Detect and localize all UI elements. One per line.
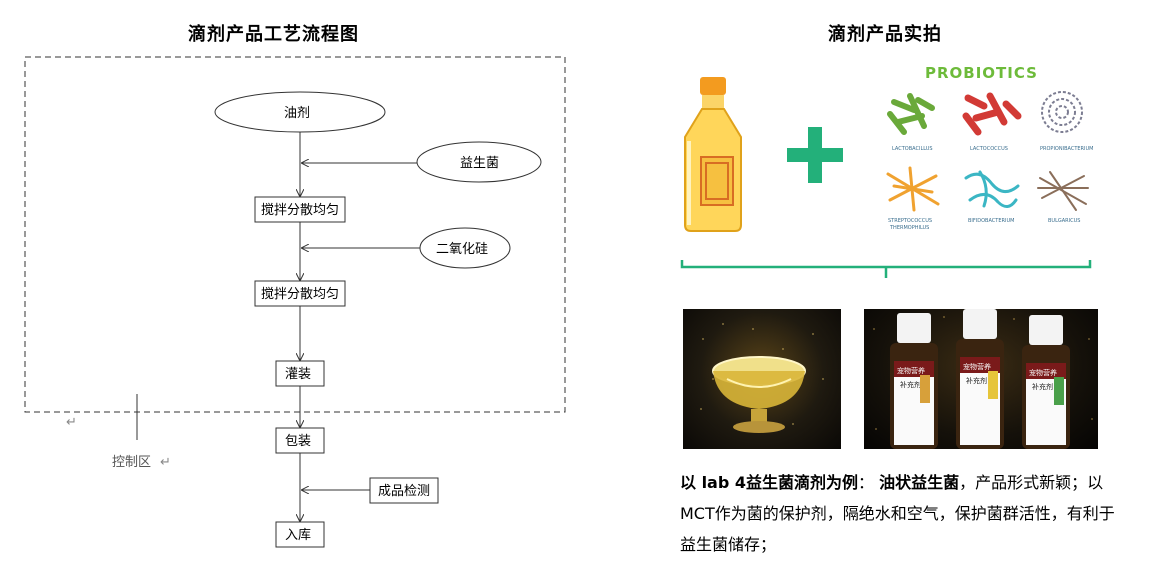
bottle-label-text: 宠物营养 <box>897 366 925 375</box>
streptococcus-icon <box>886 166 940 212</box>
node-oil-label: 油剂 <box>284 106 310 121</box>
node-mix1 <box>254 196 346 223</box>
grouping-bracket <box>680 260 1092 278</box>
node-storage-label: 入库 <box>285 527 311 543</box>
caption-body-text: ，产品形式新颖；以MCT作为菌的保护剂，隔绝水和空气，保护菌群活性，有利于益生菌… <box>680 473 1115 554</box>
bottle-label-text: 补充剂 <box>966 376 987 385</box>
lactococcus-icon <box>962 92 1022 136</box>
control-zone-label: 控制区 <box>112 455 151 470</box>
bacteria-label: LACTOBACILLUS <box>892 146 933 152</box>
bottle-label-text: 宠物营养 <box>963 362 991 371</box>
product-bottles-photo: 宠物营养 补充剂 宠物营养 补充剂 宠物营养 补充剂 <box>864 309 1098 449</box>
process-flowchart: 控制区 ↵ ↵ 油剂 益生菌 搅拌分散均匀 二氧化硅 搅拌分散均匀 灌装 包装 … <box>24 56 566 548</box>
bottle-middle: 宠物营养 补充剂 <box>956 309 1004 449</box>
bacteria-label: THERMOPHILUS <box>889 225 929 231</box>
product-caption: 以 lab 4益生菌滴剂为例： 油状益生菌，产品形式新颖；以MCT作为菌的保护剂… <box>680 467 1120 560</box>
bacteria-illustrations: LACTOBACILLUS LACTOCOCCUS PROPIONIBACTER… <box>886 91 1093 231</box>
node-inspection-label: 成品检测 <box>378 484 430 499</box>
bacteria-label: PROPIONIBACTERIUM <box>1040 146 1093 152</box>
node-storage <box>275 521 325 548</box>
oil-cup-photo <box>683 309 841 449</box>
caption-colon: ： <box>858 473 875 492</box>
oil-bottle-illustration <box>684 77 742 232</box>
bottle-right: 宠物营养 补充剂 <box>1022 315 1070 449</box>
node-inspection <box>369 477 439 504</box>
product-photo-title: 滴剂产品实拍 <box>828 24 942 45</box>
bulgaricus-icon <box>1037 171 1089 211</box>
bacteria-label: STREPTOCOCCUS <box>888 218 932 224</box>
caption-key-term: 油状益生菌 <box>879 473 960 492</box>
flowchart-title: 滴剂产品工艺流程图 <box>188 24 359 45</box>
plus-icon <box>787 127 843 183</box>
bacteria-label: LACTOCOCCUS <box>970 146 1008 152</box>
bacteria-label: BIFIDOBACTERIUM <box>968 218 1014 224</box>
node-mix2-label: 搅拌分散均匀 <box>261 286 339 302</box>
return-mark: ↵ <box>66 415 77 430</box>
caption-example-heading: 以 lab 4益生菌滴剂为例 <box>680 473 859 492</box>
node-probiotic-label: 益生菌 <box>460 156 499 171</box>
bottle-label-text: 补充剂 <box>1032 382 1053 391</box>
lactobacillus-icon <box>887 93 935 135</box>
probiotics-title: PROBIOTICS <box>925 64 1038 82</box>
node-mix1-label: 搅拌分散均匀 <box>261 202 339 218</box>
bottle-left: 宠物营养 补充剂 <box>890 313 938 449</box>
bottle-label-text: 补充剂 <box>900 380 921 389</box>
node-filling-label: 灌装 <box>285 367 311 382</box>
bottle-label-text: 宠物营养 <box>1029 368 1057 377</box>
probiotics-panel: PROBIOTICS LACTOBACIL <box>880 60 1105 235</box>
node-probiotic <box>416 141 542 183</box>
node-packaging <box>275 427 325 454</box>
node-mix2 <box>254 280 346 307</box>
bacteria-label: BULGARICUS <box>1048 218 1080 224</box>
propionibacterium-icon <box>1041 91 1083 133</box>
node-packaging-label: 包装 <box>285 434 311 449</box>
bifidobacterium-icon <box>964 170 1020 208</box>
return-mark: ↵ <box>160 455 171 470</box>
node-silica-label: 二氧化硅 <box>436 242 488 257</box>
control-zone-boundary <box>24 56 566 413</box>
